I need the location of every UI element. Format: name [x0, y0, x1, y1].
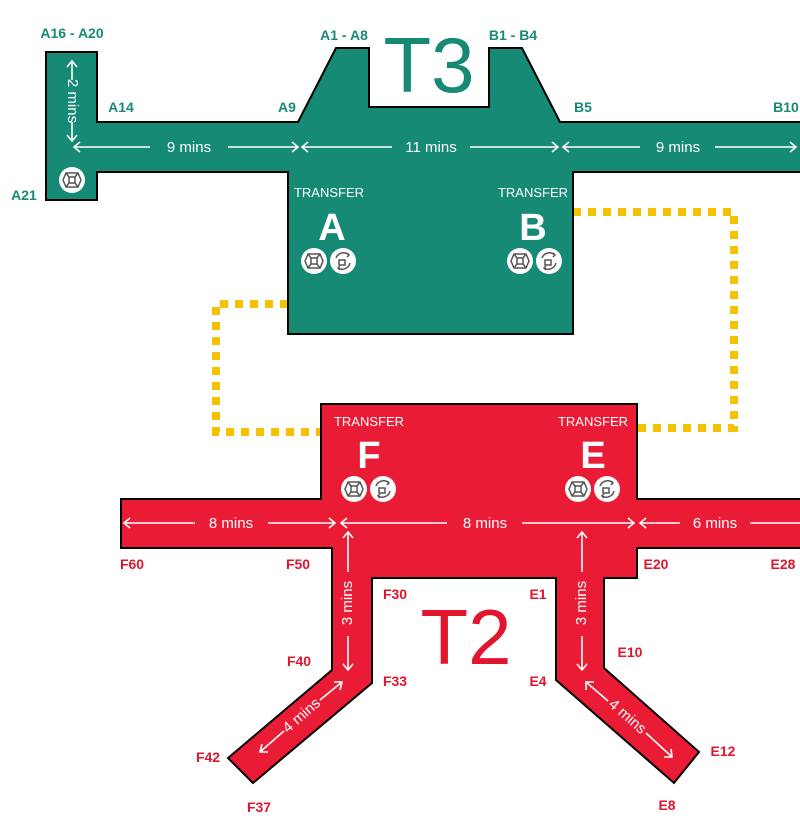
gate-label-e28: E28	[771, 556, 796, 572]
walk-time-ab-middle: 11 mins	[405, 139, 456, 156]
transfer-heading-f: TRANSFER	[334, 414, 404, 429]
walk-arrow-a-vertical: 2 mins	[64, 59, 81, 143]
walkway-connector-b-e	[573, 208, 738, 432]
walk-arrow-f-left: 8 mins	[122, 515, 337, 532]
gate-label-f33: F33	[383, 673, 407, 689]
gate-label-e8: E8	[658, 797, 675, 813]
walk-arrow-b-right: 9 mins	[561, 139, 798, 156]
gate-label-a1-a8: A1 - A8	[320, 27, 368, 43]
walk-arrow-e-down: 3 mins	[573, 530, 590, 672]
walk-time-f-left: 8 mins	[209, 515, 253, 532]
gate-label-e4: E4	[529, 673, 546, 689]
transfer-zone-f: TRANSFER F	[334, 414, 404, 477]
gate-label-e20: E20	[644, 556, 669, 572]
gate-label-f37: F37	[247, 799, 271, 815]
gate-label-e1: E1	[529, 586, 546, 602]
gate-label-a9: A9	[278, 99, 296, 115]
gate-label-f60: F60	[120, 556, 144, 572]
gate-label-a21: A21	[11, 187, 37, 203]
terminal-t3-shape	[45, 47, 800, 335]
transfer-zone-e: TRANSFER E	[558, 414, 628, 477]
walk-arrow-fe-middle: 8 mins	[339, 515, 636, 532]
gate-label-b10: B10	[773, 99, 799, 115]
walkway-connector-a-f	[212, 300, 321, 436]
terminal-t3-label: T3	[383, 21, 474, 109]
gate-label-b5: B5	[574, 99, 592, 115]
gate-label-f40: F40	[287, 653, 311, 669]
walk-time-a-left: 9 mins	[167, 139, 211, 156]
gate-label-a14: A14	[108, 99, 134, 115]
transfer-letter-e: E	[580, 435, 605, 477]
terminal-t2-shape	[120, 403, 800, 785]
walk-time-b-right: 9 mins	[656, 139, 700, 156]
transfer-letter-b: B	[519, 207, 546, 249]
walk-arrow-e-right: 6 mins	[638, 515, 800, 532]
gate-label-f50: F50	[286, 556, 310, 572]
gate-label-f30: F30	[383, 586, 407, 602]
gate-label-e12: E12	[711, 743, 736, 759]
walk-time-f-down: 3 mins	[339, 581, 356, 625]
gate-label-e10: E10	[618, 644, 643, 660]
transfer-heading-e: TRANSFER	[558, 414, 628, 429]
terminal-t2-label: T2	[420, 593, 511, 681]
transfer-letter-f: F	[357, 435, 380, 477]
walk-arrow-f-down: 3 mins	[339, 530, 356, 672]
transfer-zone-b: TRANSFER B	[498, 185, 568, 249]
walk-time-a-vertical: 2 mins	[64, 79, 81, 123]
transfer-heading-a: TRANSFER	[294, 185, 364, 200]
walk-arrow-ab-middle: 11 mins	[300, 139, 560, 156]
gate-label-b1-b4: B1 - B4	[489, 27, 537, 43]
transfer-heading-b: TRANSFER	[498, 185, 568, 200]
walk-time-fe-middle: 8 mins	[463, 515, 507, 532]
transfer-letter-a: A	[318, 207, 345, 249]
walk-time-e-right: 6 mins	[693, 515, 737, 532]
transfer-zone-a: TRANSFER A	[294, 185, 364, 249]
gate-label-a16-a20: A16 - A20	[40, 25, 104, 41]
gate-label-f42: F42	[196, 749, 220, 765]
walk-time-e-down: 3 mins	[573, 581, 590, 625]
walk-arrow-a-left: 9 mins	[72, 139, 300, 156]
